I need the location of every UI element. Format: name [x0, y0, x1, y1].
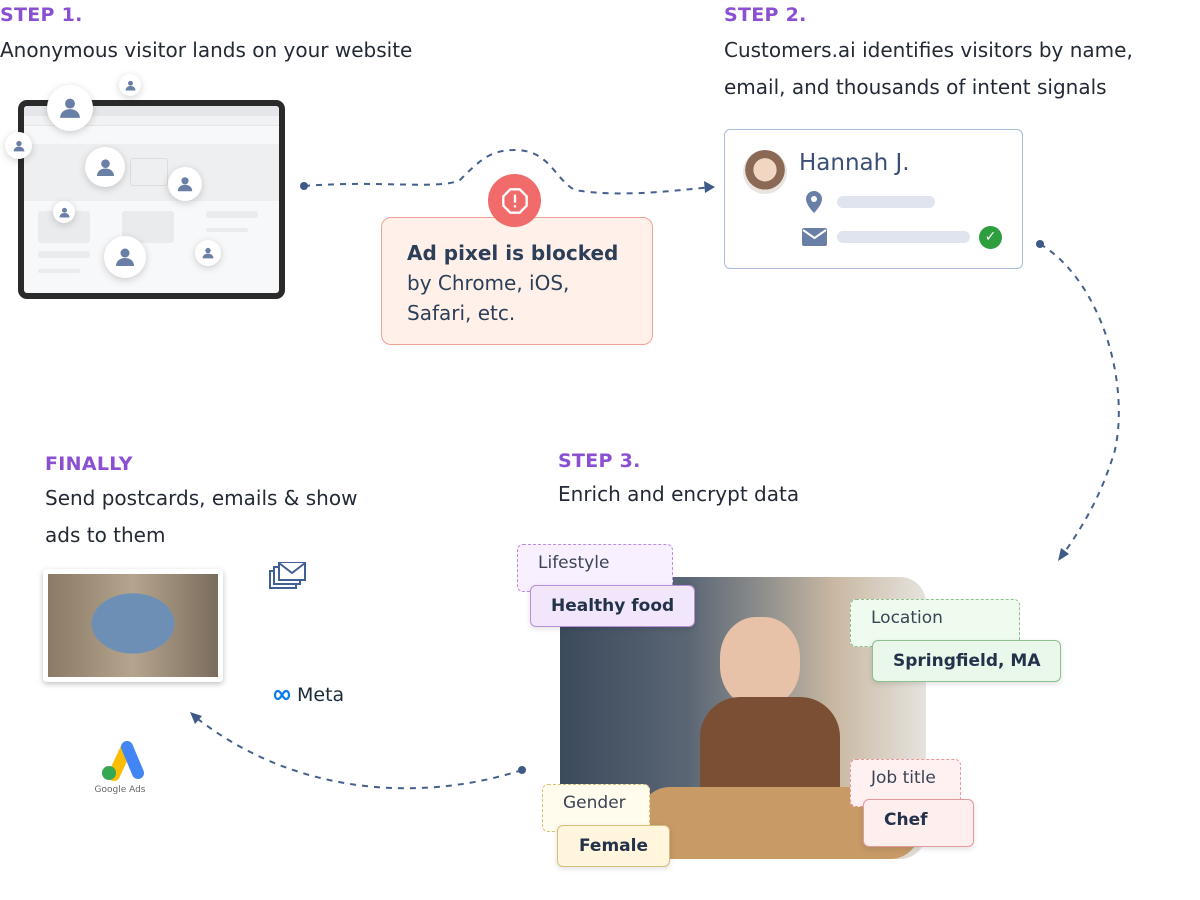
step3-text: Enrich and encrypt data — [558, 482, 800, 506]
finally-line1: Send postcards, emails & show — [45, 486, 358, 510]
google-ads-icon — [102, 741, 144, 781]
email-stack-icon — [269, 562, 306, 589]
visitor-profile-card: Hannah J. ✓ — [724, 129, 1023, 269]
step1-label: STEP 1. — [0, 4, 83, 26]
location-pin-icon — [806, 191, 822, 213]
meta-infinity-icon — [273, 689, 291, 701]
email-icon — [802, 228, 827, 246]
visitor-avatar-icon — [5, 132, 32, 159]
google-ads-text: Google Ads — [94, 785, 146, 795]
website-mockup — [18, 100, 285, 299]
profile-name: Hannah J. — [799, 150, 910, 176]
verified-check-icon: ✓ — [979, 226, 1002, 249]
visitor-avatar-icon — [119, 74, 141, 96]
tag-job-value: Chef — [863, 799, 974, 847]
location-placeholder — [837, 196, 935, 208]
visitor-avatar-icon — [47, 85, 93, 131]
tag-lifestyle-value: Healthy food — [530, 585, 696, 627]
tag-lifestyle-label: Lifestyle — [517, 544, 673, 592]
step2-line2: email, and thousands of intent signals — [724, 75, 1107, 99]
step2-line1: Customers.ai identifies visitors by name… — [724, 38, 1133, 62]
visitor-avatar-icon — [104, 236, 146, 278]
tag-gender-label: Gender — [542, 784, 650, 832]
tag-gender-value: Female — [557, 825, 670, 867]
step2-label: STEP 2. — [724, 4, 807, 26]
alert-title: Ad pixel is blocked — [407, 241, 619, 265]
tag-location-label: Location — [850, 599, 1020, 647]
visitor-avatar-icon — [195, 240, 221, 266]
tag-location-value: Springfield, MA — [872, 640, 1062, 682]
alert-line2: Safari, etc. — [407, 301, 516, 325]
meta-text: Meta — [297, 684, 345, 706]
visitor-avatar-icon — [85, 147, 125, 187]
email-placeholder — [837, 231, 970, 243]
step1-text: Anonymous visitor lands on your website — [0, 38, 413, 62]
profile-photo — [743, 150, 787, 194]
postcard-image — [43, 569, 223, 682]
visitor-avatar-icon — [168, 167, 202, 201]
finally-line2: ads to them — [45, 523, 166, 547]
alert-icon — [488, 174, 541, 227]
step3-label: STEP 3. — [558, 450, 641, 472]
finally-label: FINALLY — [45, 453, 133, 475]
google-ads-logo: Google Ads — [90, 737, 150, 795]
visitor-avatar-icon — [53, 201, 75, 223]
pixel-blocked-box: Ad pixel is blocked by Chrome, iOS, Safa… — [381, 217, 653, 345]
alert-line1: by Chrome, iOS, — [407, 271, 570, 295]
meta-logo: Meta — [273, 684, 344, 706]
